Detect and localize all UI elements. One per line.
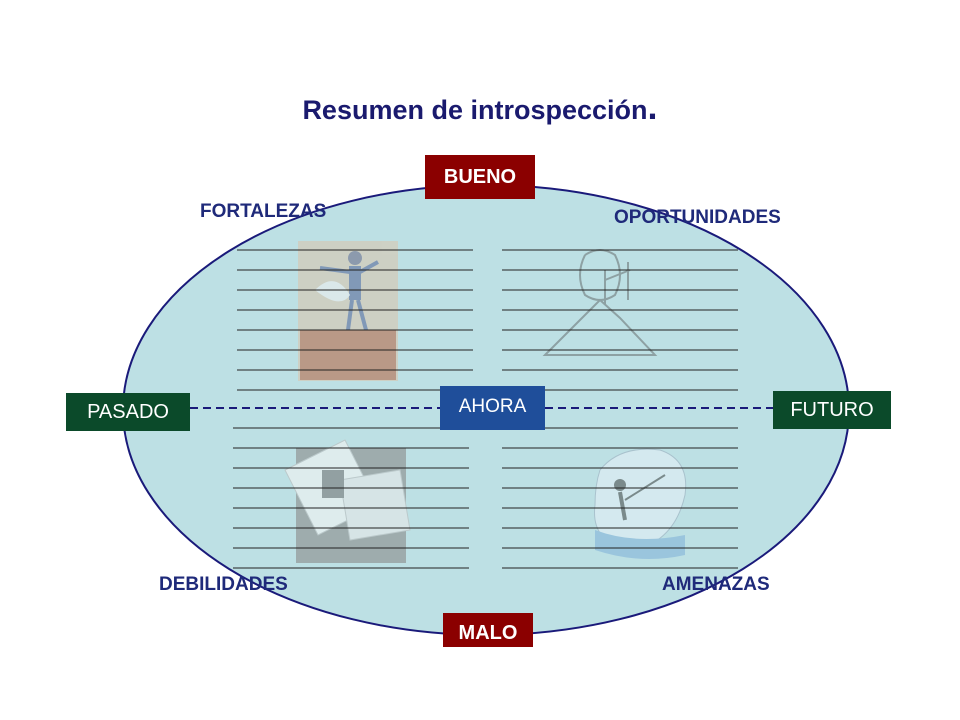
axis-bottom-label: MALO — [443, 613, 533, 647]
broken-frame-icon — [284, 439, 411, 563]
climber-on-mountain-icon — [542, 249, 658, 356]
writing-lines — [233, 249, 738, 569]
axis-top-label: BUENO — [425, 155, 535, 199]
axis-left-label: PASADO — [66, 393, 190, 431]
axis-right-label: FUTURO — [773, 391, 891, 429]
title-text: Resumen de introspección — [302, 95, 648, 125]
page-title: Resumen de introspección. — [0, 86, 960, 128]
quadrant-label-fortalezas: FORTALEZAS — [200, 201, 327, 222]
fisherman-icon — [594, 448, 687, 559]
quadrant-label-oportunidades: OPORTUNIDADES — [614, 207, 781, 228]
businessman-on-chimney-icon — [298, 241, 398, 381]
title-dot: . — [647, 86, 658, 127]
quadrant-label-amenazas: AMENAZAS — [662, 574, 770, 595]
quadrant-label-debilidades: DEBILIDADES — [159, 574, 288, 595]
center-label: AHORA — [440, 386, 545, 430]
